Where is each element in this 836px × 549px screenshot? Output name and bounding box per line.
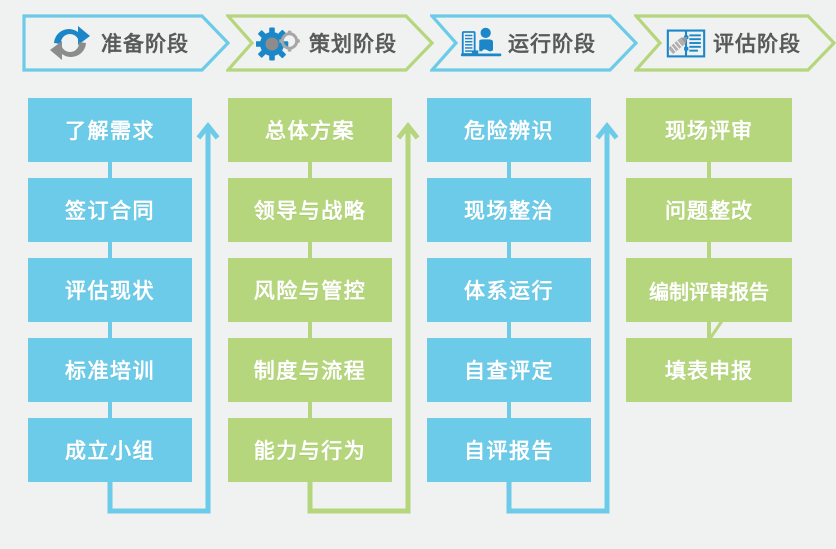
node-connector bbox=[507, 162, 511, 178]
node-connector bbox=[308, 162, 312, 178]
stage-label: 运行阶段 bbox=[508, 32, 596, 56]
node-box[interactable]: 评估现状 bbox=[28, 258, 192, 322]
node-connector bbox=[707, 242, 711, 258]
node-box[interactable]: 危险辨识 bbox=[427, 98, 591, 162]
node-connector bbox=[108, 402, 112, 418]
person-at-desk-icon bbox=[460, 27, 502, 57]
column-planning: 总体方案 领导与战略 风险与管控 制度与流程 能力与行为 bbox=[228, 98, 392, 482]
stage-label: 策划阶段 bbox=[309, 32, 397, 56]
node-box[interactable]: 问题整改 bbox=[626, 178, 792, 242]
node-box[interactable]: 标准培训 bbox=[28, 338, 192, 402]
node-connector bbox=[507, 322, 511, 338]
stage-label: 准备阶段 bbox=[101, 32, 189, 56]
column-operation: 危险辨识 现场整治 体系运行 自查评定 自评报告 bbox=[427, 98, 591, 482]
stage-chevron-evaluation[interactable]: 评估阶段 bbox=[634, 14, 836, 72]
stage-chevron-planning[interactable]: 策划阶段 bbox=[226, 14, 434, 72]
node-connector bbox=[108, 162, 112, 178]
stage-banner: 准备阶段 bbox=[0, 0, 836, 90]
stage-chevron-operation[interactable]: 运行阶段 bbox=[430, 14, 638, 72]
node-box[interactable]: 能力与行为 bbox=[228, 418, 392, 482]
node-box[interactable]: 编制评审报告 bbox=[626, 258, 792, 322]
chevron-outline-shape bbox=[22, 14, 230, 72]
column-preparation: 了解需求 签订合同 评估现状 标准培训 成立小组 bbox=[28, 98, 192, 482]
node-connector bbox=[507, 242, 511, 258]
node-box[interactable]: 成立小组 bbox=[28, 418, 192, 482]
node-box[interactable]: 填表申报 bbox=[626, 338, 792, 402]
node-box[interactable]: 领导与战略 bbox=[228, 178, 392, 242]
node-box[interactable]: 风险与管控 bbox=[228, 258, 392, 322]
node-connector bbox=[308, 322, 312, 338]
node-box[interactable]: 了解需求 bbox=[28, 98, 192, 162]
node-box[interactable]: 制度与流程 bbox=[228, 338, 392, 402]
node-connector bbox=[108, 322, 112, 338]
node-connector bbox=[707, 322, 711, 338]
chevron-outline-shape bbox=[226, 14, 434, 72]
node-box[interactable]: 自评报告 bbox=[427, 418, 591, 482]
node-connector bbox=[108, 242, 112, 258]
book-and-pencil-icon bbox=[666, 29, 706, 58]
node-box[interactable]: 签订合同 bbox=[28, 178, 192, 242]
stage-label: 评估阶段 bbox=[713, 32, 801, 56]
column-evaluation: 现场评审 问题整改 编制评审报告 填表申报 bbox=[626, 98, 792, 402]
node-box[interactable]: 总体方案 bbox=[228, 98, 392, 162]
stage-chevron-preparation[interactable]: 准备阶段 bbox=[22, 14, 230, 72]
node-connector bbox=[507, 402, 511, 418]
connector-render-artifact bbox=[707, 320, 724, 341]
gears-icon bbox=[256, 27, 300, 61]
node-connector bbox=[707, 162, 711, 178]
node-box[interactable]: 自查评定 bbox=[427, 338, 591, 402]
node-box[interactable]: 现场评审 bbox=[626, 98, 792, 162]
node-box[interactable]: 体系运行 bbox=[427, 258, 591, 322]
node-box[interactable]: 现场整治 bbox=[427, 178, 591, 242]
node-connector bbox=[308, 242, 312, 258]
refresh-cycle-icon bbox=[50, 26, 90, 60]
node-connector bbox=[308, 402, 312, 418]
